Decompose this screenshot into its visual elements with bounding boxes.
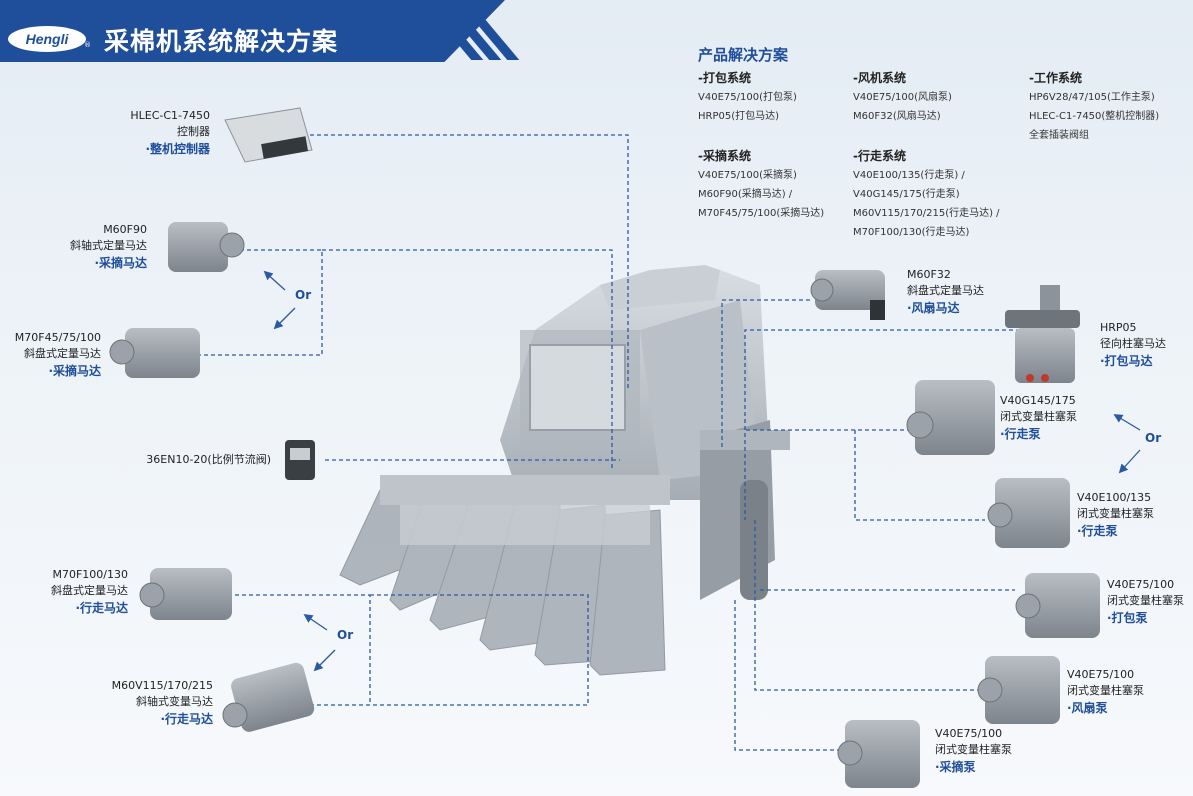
registered-mark: ® bbox=[84, 41, 91, 49]
hengli-logo: Hengli bbox=[8, 26, 86, 52]
ecu-controller-icon bbox=[224, 107, 313, 163]
label-m60v: M60V115/170/215 斜轴式变量马达 ·行走马达 bbox=[111, 679, 213, 726]
axial-motor-m60v-icon bbox=[222, 662, 315, 732]
label-valve: 36EN10-20(比例节流阀) bbox=[146, 453, 271, 466]
solution-group-work: -工作系统 HP6V28/47/105(工作主泵) HLEC-C1-7450(整… bbox=[1029, 68, 1159, 145]
solution-group-baling: -打包系统 V40E75/100(打包泵) HRP05(打包马达) bbox=[698, 68, 797, 126]
solution-item: V40G145/175(行走泵) bbox=[853, 189, 960, 200]
solution-item: V40E75/100(风扇泵) bbox=[853, 92, 952, 103]
solution-group-picking: -采摘系统 V40E75/100(采摘泵) M60F90(采摘马达) / M70… bbox=[698, 146, 824, 223]
solution-item: M60V115/170/215(行走马达) / bbox=[853, 208, 1000, 219]
label-m60f90: M60F90 斜轴式定量马达 ·采摘马达 bbox=[70, 223, 147, 270]
label-m70f45: M70F45/75/100 斜盘式定量马达 ·采摘马达 bbox=[14, 331, 101, 378]
solution-group-travel: -行走系统 V40E100/135(行走泵) / V40G145/175(行走泵… bbox=[853, 146, 1000, 242]
pump-v40g145-icon bbox=[906, 380, 995, 455]
solution-item: HLEC-C1-7450(整机控制器) bbox=[1029, 111, 1160, 122]
solution-item: M70F100/130(行走马达) bbox=[853, 227, 970, 238]
header-banner bbox=[0, 0, 505, 62]
label-v40e100: V40E100/135 闭式变量柱塞泵 ·行走泵 bbox=[1077, 491, 1154, 538]
page-title: 采棉机系统解决方案 bbox=[104, 27, 339, 56]
swash-motor-m70f45-icon bbox=[109, 328, 200, 378]
solution-item: M60F90(采摘马达) / bbox=[698, 189, 793, 200]
label-v40e75-pick: V40E75/100 闭式变量柱塞泵 ·采摘泵 bbox=[935, 727, 1012, 774]
label-m70f100: M70F100/130 斜盘式定量马达 ·行走马达 bbox=[51, 568, 128, 615]
label-v40g: V40G145/175 闭式变量柱塞泵 ·行走泵 bbox=[1000, 394, 1077, 441]
proportional-valve-icon bbox=[285, 440, 315, 480]
connection-wires bbox=[200, 134, 1020, 751]
solution-group-fan: -风机系统 V40E75/100(风扇泵) M60F32(风扇马达) bbox=[853, 68, 952, 126]
or-label: Or bbox=[295, 288, 312, 302]
axial-motor-m60f90-icon bbox=[168, 222, 245, 272]
pump-v40e75-pick-icon bbox=[837, 720, 920, 788]
label-controller: HLEC-C1-7450 控制器 ·整机控制器 bbox=[130, 109, 210, 156]
pump-v40e75-fan-icon bbox=[977, 656, 1060, 724]
swash-motor-m70f100-icon bbox=[139, 568, 232, 620]
radial-motor-hrp05-icon bbox=[1005, 285, 1080, 383]
alternative-arrows bbox=[263, 270, 1141, 672]
solution-item: M70F45/75/100(采摘马达) bbox=[698, 208, 825, 219]
or-label: Or bbox=[337, 628, 354, 642]
solution-item: HP6V28/47/105(工作主泵) bbox=[1029, 92, 1155, 103]
label-v40e75-fan: V40E75/100 闭式变量柱塞泵 ·风扇泵 bbox=[1067, 668, 1144, 715]
solution-item: V40E75/100(采摘泵) bbox=[698, 170, 797, 181]
label-v40e75-pack: V40E75/100 闭式变量柱塞泵 ·打包泵 bbox=[1107, 578, 1184, 625]
solution-item: V40E75/100(打包泵) bbox=[698, 92, 797, 103]
solution-item: V40E100/135(行走泵) / bbox=[853, 170, 965, 181]
solution-item: 全套插装阀组 bbox=[1029, 130, 1089, 141]
fan-motor-m60f32-icon bbox=[810, 270, 885, 320]
label-hrp05: HRP05 径向柱塞马达 ·打包马达 bbox=[1100, 321, 1166, 368]
solutions-heading: 产品解决方案 bbox=[698, 46, 789, 64]
solution-item: M60F32(风扇马达) bbox=[853, 111, 941, 122]
cotton-harvester-illustration bbox=[339, 265, 790, 676]
label-m60f32: M60F32 斜盘式定量马达 ·风扇马达 bbox=[907, 268, 984, 315]
pump-v40e75-pack-icon bbox=[1015, 573, 1100, 638]
or-label: Or bbox=[1145, 431, 1162, 445]
solution-item: HRP05(打包马达) bbox=[698, 111, 780, 122]
pump-v40e100-icon bbox=[987, 478, 1070, 548]
